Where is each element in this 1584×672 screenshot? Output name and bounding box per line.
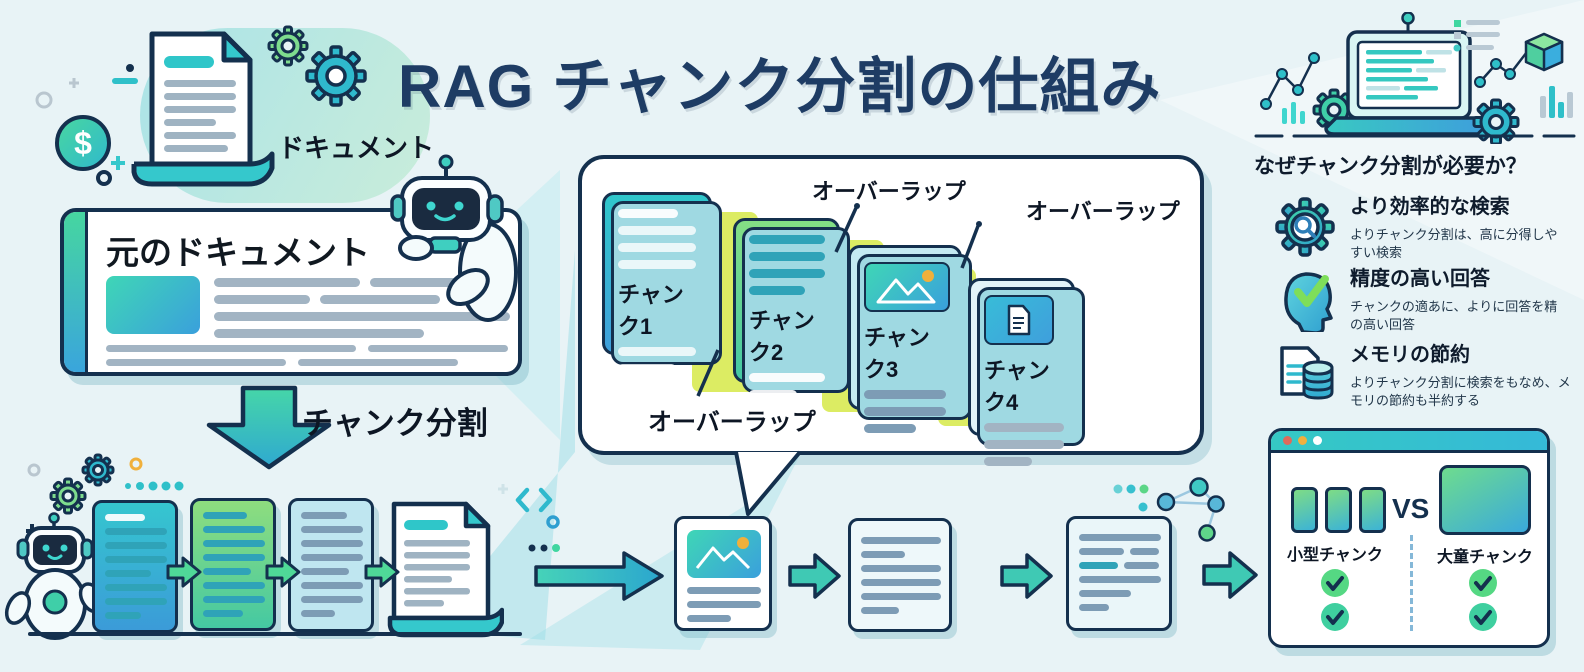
browser-titlebar [1271,431,1547,453]
benefit3-title: メモリの節約 [1350,344,1470,366]
code-icon [498,484,560,552]
comparison-divider [1410,535,1413,631]
window-dot-white [1313,436,1322,445]
small-chunk-label: 小型チャンク [1287,547,1383,564]
flow-scroll-document [387,501,504,638]
chunk2-label: チャンク2 [749,308,815,365]
small-chunk-2 [1325,487,1352,533]
flow-arrow-3 [364,556,400,588]
chunk4-card: チャンク4 [968,278,1075,466]
benefit1-desc: よりチャンク分割は、高に分得しやすい検索 [1350,227,1558,260]
chunk4-label: チャンク4 [984,358,1050,415]
benefit2-desc: チャンクの適あに、よりに回答を精の高い回答 [1350,299,1558,332]
scatter-decor [35,64,138,186]
overlap-label-bottom: オーバーラップ [648,409,816,436]
document-text-lines [214,278,510,346]
vs-label: VS [1392,493,1430,524]
window-dot-red [1283,436,1292,445]
flow-decor-gears [26,453,184,538]
gears-icon [267,25,367,107]
benefit1-title: より効率的な検索 [1350,196,1510,218]
bubble-tail [734,450,802,516]
card-accent-strip [64,212,88,372]
document-label: ドキュメント [278,133,435,163]
small-chunk-3 [1359,487,1386,533]
head-check-icon [1284,272,1333,332]
mountain-image-icon-2 [695,537,751,570]
benefit2-title: 精度の高い回答 [1350,268,1490,290]
small-chunks-group [1291,487,1386,533]
laptop-illustration [1254,12,1576,144]
embed-text-card [848,518,952,632]
chunk2-card: チャンク2 [733,218,840,399]
chunk1-card: チャンク1 [602,192,712,373]
overlap-label-top2: オーバーラップ [1026,199,1180,224]
comparison-window: VS 小型チャンク 大童チャンク [1268,428,1550,648]
original-document-card: 元のドキュメント [60,208,522,376]
gear-search-icon [1275,197,1335,257]
flow-arrow-1 [166,556,202,588]
flow-chunk2-card [190,498,276,631]
page-title: RAG チャンク分割の仕組み [398,53,1162,120]
split-down-arrow [206,385,332,470]
mountain-image-icon [876,270,936,304]
indexed-chunk-card [1066,516,1172,631]
chunk3-label: チャンク3 [864,325,930,382]
flow-chunk1-card [92,500,178,633]
mid-arrow-2 [1000,553,1053,599]
check-icon-large-1 [1469,569,1497,597]
chunk1-label: チャンク1 [618,282,684,339]
flow-long-arrow [534,551,664,601]
check-icon-small-1 [1321,569,1349,597]
image-placeholder [106,276,200,334]
robot-peeking-icon [390,154,518,322]
window-dot-orange [1298,436,1307,445]
overlap-pointer-lines [696,203,982,397]
chunk3-card: チャンク3 [848,245,962,433]
document-database-icon [1280,346,1334,400]
dollar-coin-icon: $ [55,115,111,171]
network-nodes-icon [1113,477,1225,542]
document-mini-icon [1007,304,1031,336]
mid-arrow-1 [788,553,841,599]
large-chunk-label: 大童チャンク [1437,549,1533,566]
check-icon-small-2 [1321,603,1349,631]
ground-line-left [28,632,522,636]
embed-image-card [674,516,772,631]
svg-text:$: $ [74,125,92,161]
check-icon-large-2 [1469,603,1497,631]
why-heading: なぜチャンク分割が必要か？ [1254,155,1527,178]
benefit3-desc: よりチャンク分割に検索をもなめ、メモリの節約も半約する [1350,375,1571,408]
small-chunk-1 [1291,487,1318,533]
split-label: チャンク分割 [302,406,488,441]
document-text-lines-lower [106,345,510,372]
mid-arrow-3 [1202,551,1258,599]
document-scroll-icon [131,31,275,187]
large-chunk-block [1439,465,1531,535]
original-document-title: 元のドキュメント [106,234,370,271]
overlap-label-top1: オーバーラップ [812,179,966,204]
flow-arrow-2 [265,556,301,588]
